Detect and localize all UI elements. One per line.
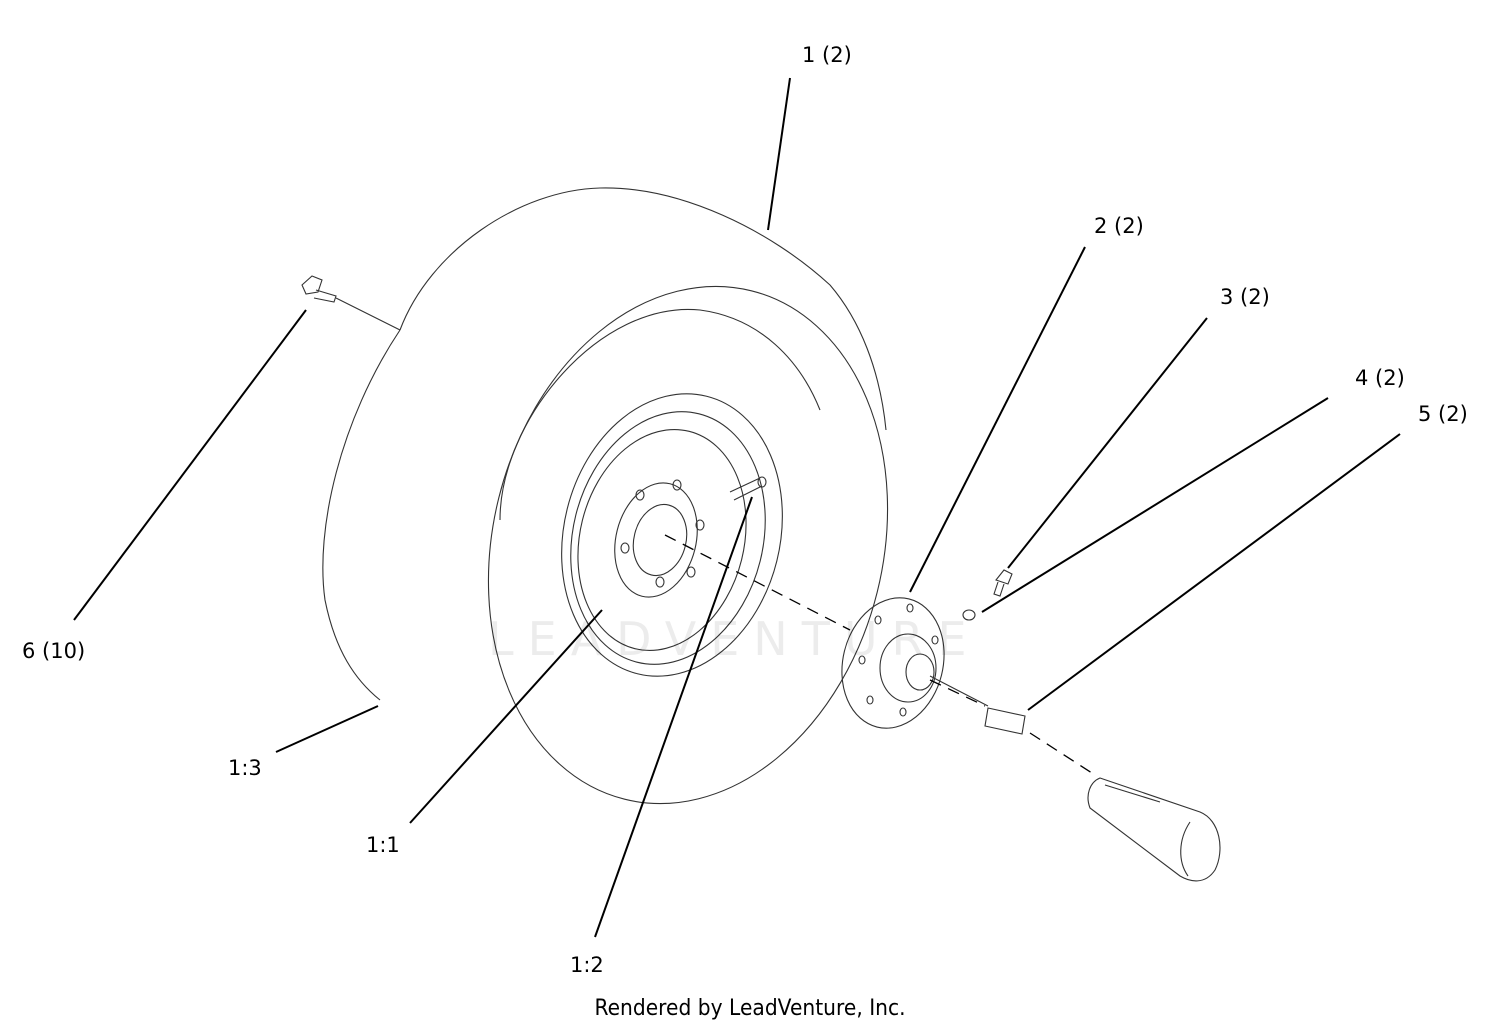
leader-4 (981, 397, 1329, 613)
callout-6: 6 (10) (22, 639, 86, 663)
leader-2 (909, 246, 1086, 593)
leader-5 (1027, 433, 1401, 711)
set-screw (993, 569, 1013, 597)
callout-5: 5 (2) (1418, 402, 1468, 426)
leader-1-1 (409, 609, 603, 824)
leader-1-2 (594, 496, 753, 938)
key (984, 707, 1026, 735)
wheel-rim (561, 393, 783, 677)
lug-bolt (301, 275, 337, 303)
callout-1-1: 1:1 (366, 833, 400, 857)
leader-6 (73, 309, 307, 621)
leader-1 (767, 77, 791, 231)
callout-1-2: 1:2 (570, 953, 604, 977)
callout-2: 2 (2) (1094, 214, 1144, 238)
watermark: LEADVENTURE (488, 612, 981, 666)
axle-shaft (1087, 777, 1221, 882)
leader-1-3 (275, 705, 379, 753)
tire (322, 187, 889, 805)
leader-3 (1007, 317, 1208, 569)
footer-credit: Rendered by LeadVenture, Inc. (594, 996, 906, 1021)
callout-1: 1 (2) (802, 43, 852, 67)
callout-3: 3 (2) (1220, 285, 1270, 309)
washer (962, 609, 976, 621)
callout-1-3: 1:3 (228, 756, 262, 780)
hub (841, 597, 945, 729)
callout-4: 4 (2) (1355, 366, 1405, 390)
